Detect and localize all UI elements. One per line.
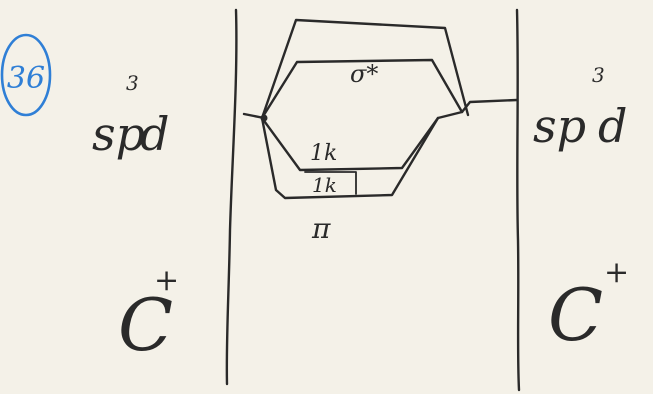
badge-label: 36 (7, 61, 45, 96)
right-hyb-d: d (598, 99, 627, 153)
upper-level-bar (304, 171, 357, 195)
left-ion-c: C (118, 283, 173, 367)
right-connector-line (460, 98, 519, 114)
sigma-star-label: σ* (350, 60, 378, 88)
right-ion-label: C + (548, 255, 629, 357)
left-hybridization-label: sp 3 d (92, 71, 169, 161)
left-ion-label: C + (118, 263, 179, 367)
pi-label: π (311, 212, 331, 245)
right-hybridization-label: sp 3 d (533, 63, 627, 153)
right-divider-line (515, 8, 521, 392)
left-hyb-sp: sp (92, 107, 145, 161)
outer-orbital-outline (260, 18, 470, 120)
right-ion-charge: + (604, 255, 629, 290)
lower-level-label: 1k (312, 173, 337, 197)
right-ion-c: C (548, 273, 603, 357)
right-hyb-sp: sp (533, 99, 586, 153)
pi-orbital-outline (260, 116, 440, 200)
left-node-dot (260, 114, 268, 122)
right-hyb-sup: 3 (592, 63, 605, 87)
sigma-star-orbital-outline (260, 58, 464, 172)
left-hyb-sup: 3 (126, 71, 139, 95)
upper-level-label: 1k (310, 141, 337, 166)
problem-number-badge: 36 (0, 33, 52, 117)
left-hyb-d: d (140, 107, 169, 161)
left-divider-line (225, 8, 238, 386)
left-ion-charge: + (154, 263, 179, 298)
badge-circle (0, 33, 52, 117)
